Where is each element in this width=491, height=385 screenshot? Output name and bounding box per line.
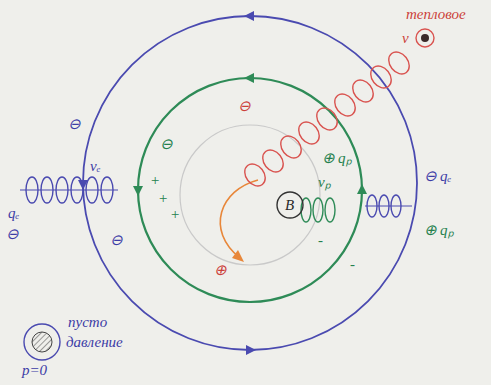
heat-label: тепловое <box>406 6 466 22</box>
charge-label: qₑ <box>440 168 451 184</box>
charge-sign: ⊖ <box>424 168 437 184</box>
field-label: B <box>285 197 294 213</box>
charge-sign: ⊕ <box>214 262 227 278</box>
charge-sign: ⊖ <box>110 232 123 248</box>
charge-sign: + <box>150 172 160 188</box>
charge-sign: ⊕ <box>424 222 437 238</box>
charge-label: qₚ <box>440 222 454 238</box>
charge-sign: ⊖ <box>238 98 251 114</box>
pressure-note: давление <box>66 334 123 350</box>
empty-note: пусто <box>68 314 107 330</box>
charge-sign: - <box>350 256 355 272</box>
charge-sign: + <box>158 190 168 206</box>
charge-sign: - <box>318 232 323 248</box>
charge-sign: ⊖ <box>6 226 19 242</box>
charge-sign: ⊖ <box>68 116 81 132</box>
charge-label: qₚ <box>338 150 352 166</box>
velocity-label: v <box>402 30 409 46</box>
pressure-value: p=0 <box>22 362 47 378</box>
charge-sign: + <box>170 206 180 222</box>
velocity-label: vₚ <box>318 174 331 190</box>
charge-label: qₑ <box>8 205 19 221</box>
velocity-label: vₑ <box>90 158 101 174</box>
charge-sign: ⊖ <box>160 136 173 152</box>
charge-sign: ⊕ <box>322 150 335 166</box>
